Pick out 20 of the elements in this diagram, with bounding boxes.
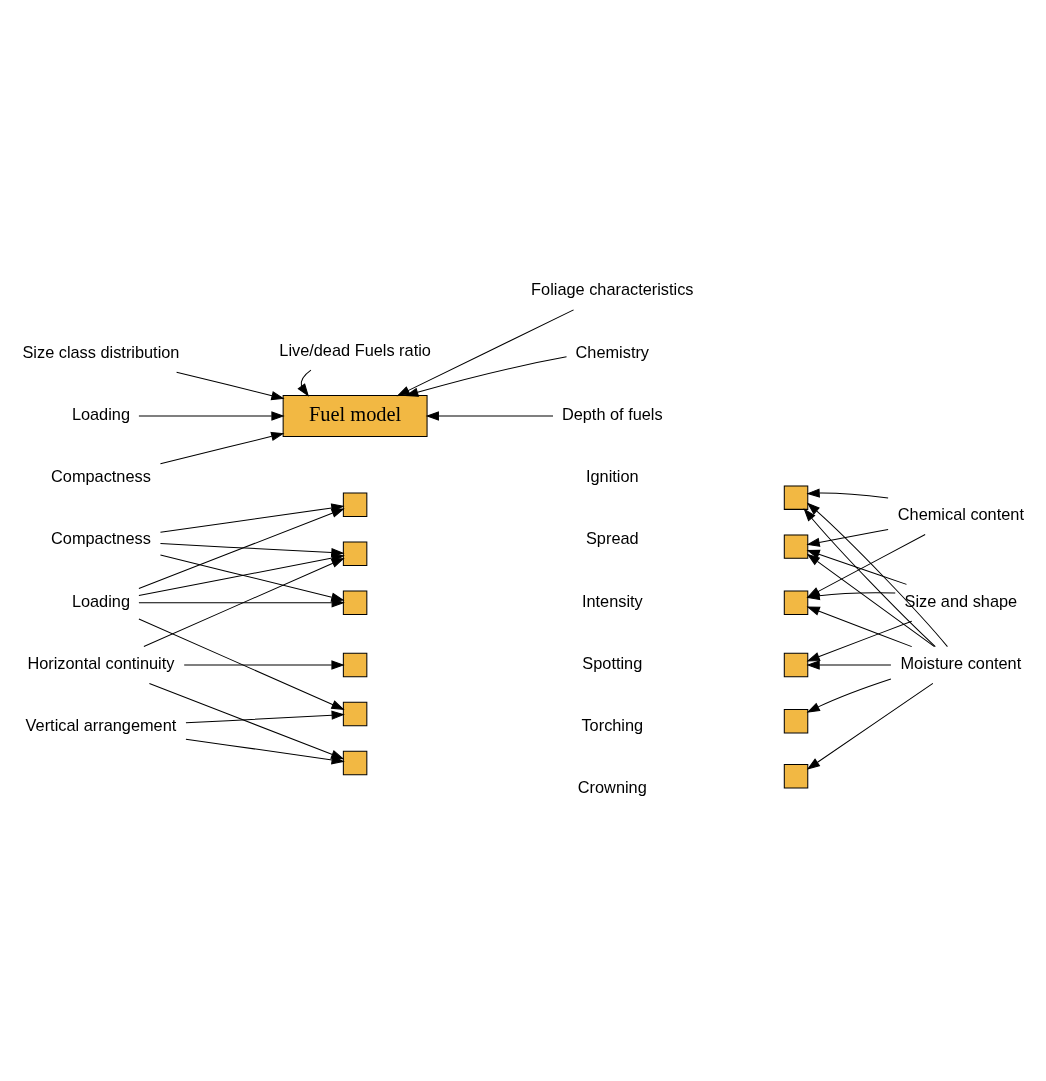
label: Torching [581, 716, 644, 735]
node-text: Loading [71, 591, 131, 610]
label: Ignition [585, 467, 639, 486]
label: Spotting [582, 653, 643, 672]
node-text: Horizontal continuity [27, 653, 175, 672]
node-text: Foliage characteristics [531, 280, 694, 299]
node-text: Live/dead Fuels ratio [279, 340, 431, 359]
node-text: Chemistry [575, 342, 650, 361]
node-text: Vertical arrangement [25, 716, 177, 735]
node-text: Compactness [51, 467, 151, 486]
node-text: Compactness [51, 529, 151, 548]
node-text: Size class distribution [22, 342, 180, 361]
node-text: Size and shape [904, 591, 1018, 610]
node-text: Loading [71, 404, 131, 423]
label: Intensity [581, 591, 643, 610]
node-text: Chemical content [897, 504, 1024, 523]
node-text: Depth of fuels [561, 404, 663, 423]
label: Spread [585, 529, 639, 548]
node-text: Moisture content [900, 653, 1022, 672]
label: Crowning [577, 778, 647, 797]
